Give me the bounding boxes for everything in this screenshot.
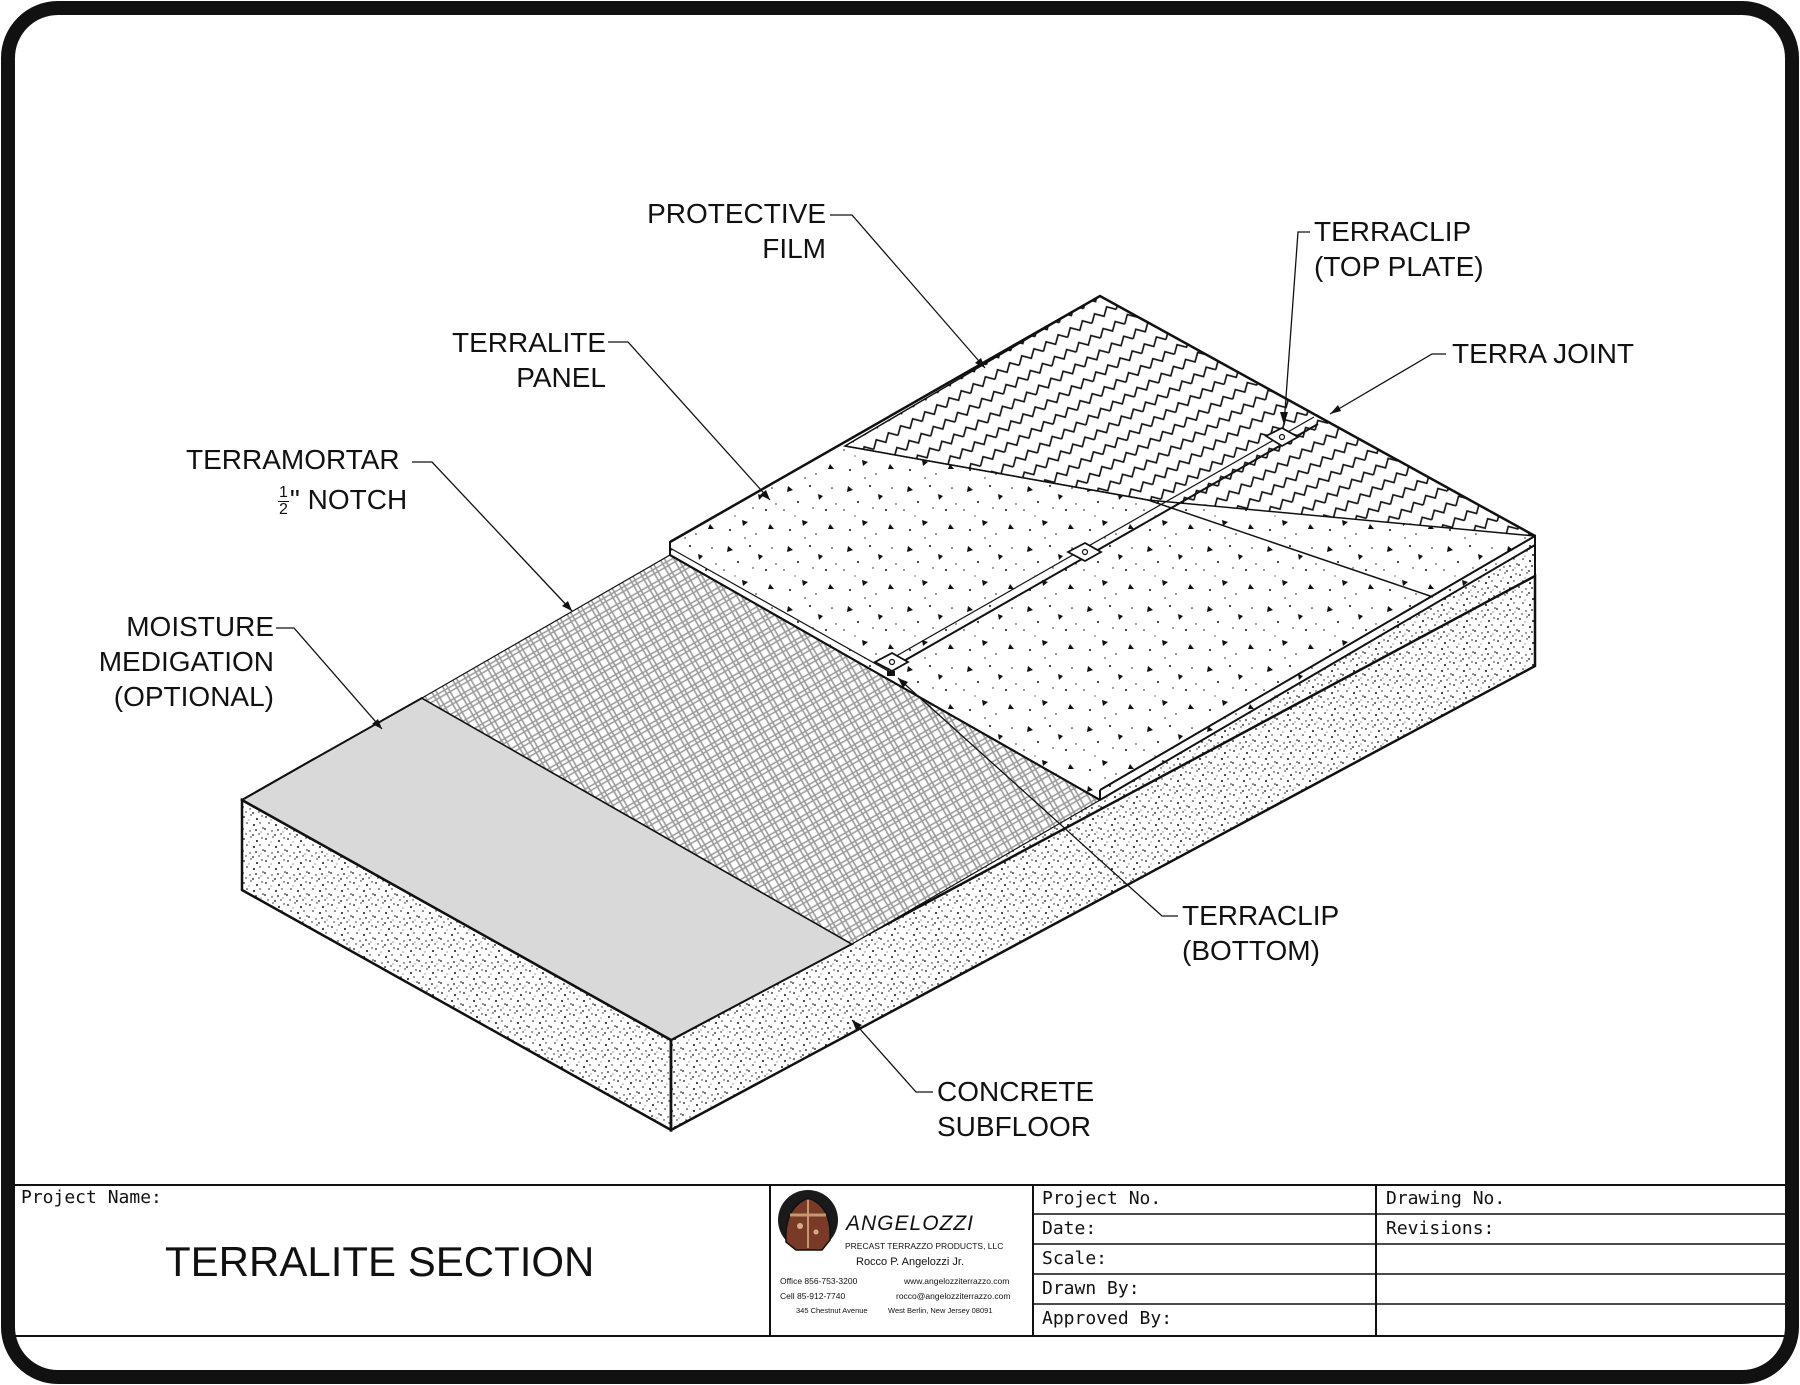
drawn-by-label: Drawn By: [1042,1278,1140,1299]
label-notch: 1 2 " NOTCH [278,482,407,518]
company-city: West Berlin, New Jersey 08091 [888,1306,993,1315]
notch-denominator: 2 [279,501,288,519]
label-terra-joint: TERRA JOINT [1452,338,1635,369]
revisions-label: Revisions: [1386,1218,1495,1239]
company-address: 345 Chestnut Avenue [796,1306,868,1315]
terra-joint [669,416,1319,673]
project-no-label: Project No. [1042,1188,1162,1209]
drawing-title: TERRALITE SECTION [165,1238,595,1285]
label-concrete-line2: SUBFLOOR [937,1111,1092,1142]
title-block-grid [15,1184,1785,1337]
project-name-label: Project Name: [21,1187,162,1208]
label-terralite-panel-line2: PANEL [516,362,606,393]
company-website: www.angelozziterrazzo.com [904,1276,1010,1286]
approved-by-label: Approved By: [1042,1308,1173,1329]
label-moisture-line1: MOISTURE [126,611,274,642]
label-moisture: MOISTURE MEDIGATION (OPTIONAL) [70,609,274,714]
terraclip-top-plate [1264,426,1300,448]
label-terralite-panel-line1: TERRALITE [451,327,606,358]
moisture-mitigation-layer [239,696,855,1042]
company-name: ANGELOZZI [846,1212,975,1235]
company-subtitle: PRECAST TERRAZZO PRODUCTS, LLC [845,1241,1004,1251]
label-terralite-panel: TERRALITE PANEL [400,325,606,395]
company-logo [778,1190,838,1251]
label-terraclip-bottom-line1: TERRACLIP [1182,900,1340,931]
notch-fraction: 1 2 [278,485,289,518]
label-protective-film-line2: FILM [762,233,826,264]
terraclip-bottom [873,651,910,676]
drawing-no-label: Drawing No. [1386,1188,1506,1209]
label-terraclip-top: TERRACLIP (TOP PLATE) [1314,214,1484,284]
label-concrete-line1: CONCRETE [937,1076,1095,1107]
label-moisture-line3: (OPTIONAL) [113,681,274,712]
notch-numerator: 1 [278,484,289,503]
company-person: Rocco P. Angelozzi Jr. [856,1256,965,1268]
label-concrete-subfloor: CONCRETE SUBFLOOR [937,1074,1094,1144]
notch-text: " NOTCH [289,484,408,515]
company-email: rocco@angelozziterrazzo.com [896,1291,1011,1301]
date-label: Date: [1042,1218,1097,1239]
label-protective-film: PROTECTIVE FILM [600,196,826,266]
leader-lines [276,214,1446,1093]
scale-label: Scale: [1042,1248,1108,1269]
label-terraclip-bottom-line2: (BOTTOM) [1182,935,1320,966]
terraclip-plate-middle [1066,541,1103,563]
label-protective-film-line1: PROTECTIVE [647,198,826,229]
label-terraclip-top-line2: (TOP PLATE) [1314,251,1484,282]
company-cell-phone: Cell 85-912-7740 [780,1291,846,1301]
company-office-phone: Office 856-753-3200 [780,1276,858,1286]
label-terraclip-top-line1: TERRACLIP [1314,216,1472,247]
label-terramortar: TERRAMORTAR [186,444,400,475]
label-moisture-line2: MEDIGATION [98,646,274,677]
label-terraclip-bottom: TERRACLIP (BOTTOM) [1182,898,1339,968]
